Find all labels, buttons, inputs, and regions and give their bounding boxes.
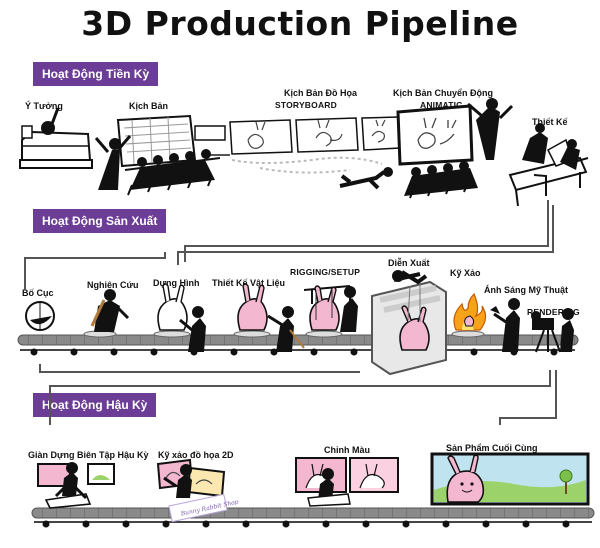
post-production-conveyor bbox=[32, 508, 594, 528]
editing-station-illustration bbox=[38, 462, 114, 508]
rigging-bunny-illustration bbox=[304, 286, 358, 337]
flow-connectors bbox=[25, 155, 556, 425]
animation-puppet-illustration bbox=[372, 270, 446, 374]
research-figure-illustration bbox=[84, 289, 128, 337]
production-conveyor bbox=[18, 335, 578, 356]
script-meeting-illustration bbox=[96, 116, 225, 195]
layout-sphere-illustration bbox=[26, 302, 54, 330]
vfx-fire-illustration bbox=[452, 294, 486, 337]
design-desk-illustration bbox=[510, 123, 588, 206]
idea-bed-illustration bbox=[20, 108, 92, 168]
color-grading-station-illustration bbox=[296, 458, 398, 506]
final-product-screen-illustration bbox=[432, 454, 588, 504]
storyboard-panels-illustration bbox=[230, 117, 400, 173]
